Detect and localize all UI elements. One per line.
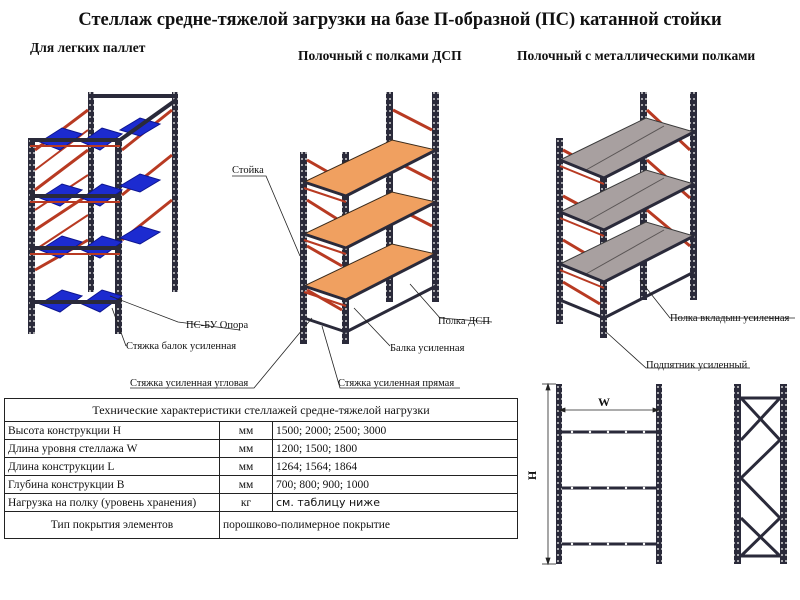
spec-value: 1500; 2000; 2500; 3000 <box>272 421 518 440</box>
spec-unit: мм <box>219 475 273 494</box>
spec-value: порошково-полимерное покрытие <box>219 511 518 539</box>
callout-balka: Балка усиленная <box>390 343 465 354</box>
callout-ps-bu-opora: ПС-БУ Опора <box>186 320 249 331</box>
spec-table-header: Технические характеристики стеллажей сре… <box>4 398 518 422</box>
table-row: Длина конструкции L мм 1264; 1564; 1864 <box>4 457 518 476</box>
spec-name: Длина конструкции L <box>4 457 220 476</box>
subtitle-light-pallets: Для легких паллет <box>30 40 146 55</box>
callout-polka-vkladysh: Полка вкладыш усиленная <box>670 313 790 324</box>
rack-metal-shelves <box>556 92 697 338</box>
spec-name: Глубина конструкции B <box>4 475 220 494</box>
spec-name: Нагрузка на полку (уровень хранения) <box>4 493 220 512</box>
callout-leaders <box>109 175 795 389</box>
rack-light-pallets <box>28 92 178 334</box>
callout-polka-dsp: Полка ДСП <box>438 316 490 327</box>
callout-podpyatnik: Подпятник усиленный <box>646 360 748 371</box>
front-view-drawing <box>542 382 662 566</box>
spec-unit: мм <box>219 421 273 440</box>
rack-chipboard-shelves <box>300 92 439 344</box>
callout-styazhka-pryamaya: Стяжка усиленная прямая <box>338 378 455 389</box>
table-row: Тип покрытия элементов порошково-полимер… <box>4 511 518 539</box>
table-row: Длина уровня стеллажа W мм 1200; 1500; 1… <box>4 439 518 458</box>
side-view-drawing <box>734 384 787 564</box>
page-title: Стеллаж средне-тяжелой загрузки на базе … <box>78 10 722 30</box>
spec-name: Высота конструкции H <box>4 421 220 440</box>
table-row: Высота конструкции H мм 1500; 2000; 2500… <box>4 421 518 440</box>
spec-name: Тип покрытия элементов <box>4 511 220 539</box>
table-row: Нагрузка на полку (уровень хранения) кг … <box>4 493 518 512</box>
callout-stoika: Стойка <box>232 165 264 176</box>
spec-unit: кг <box>219 493 273 512</box>
callout-styazhka-uglovaya: Стяжка усиленная угловая <box>130 378 249 389</box>
dimension-h: H <box>525 470 540 481</box>
spec-table: Технические характеристики стеллажей сре… <box>4 398 518 539</box>
spec-unit: мм <box>219 439 273 458</box>
subtitle-chipboard-shelves: Полочный с полками ДСП <box>298 48 462 63</box>
spec-value: см. таблицу ниже <box>272 493 518 512</box>
callout-styazhka-balok: Стяжка балок усиленная <box>126 341 237 352</box>
subtitle-metal-shelves: Полочный с металлическими полками <box>517 48 756 63</box>
spec-value: 1264; 1564; 1864 <box>272 457 518 476</box>
table-row: Глубина конструкции B мм 700; 800; 900; … <box>4 475 518 494</box>
spec-name: Длина уровня стеллажа W <box>4 439 220 458</box>
dimension-w: W <box>598 395 610 409</box>
spec-value: 700; 800; 900; 1000 <box>272 475 518 494</box>
spec-value: 1200; 1500; 1800 <box>272 439 518 458</box>
spec-unit: мм <box>219 457 273 476</box>
